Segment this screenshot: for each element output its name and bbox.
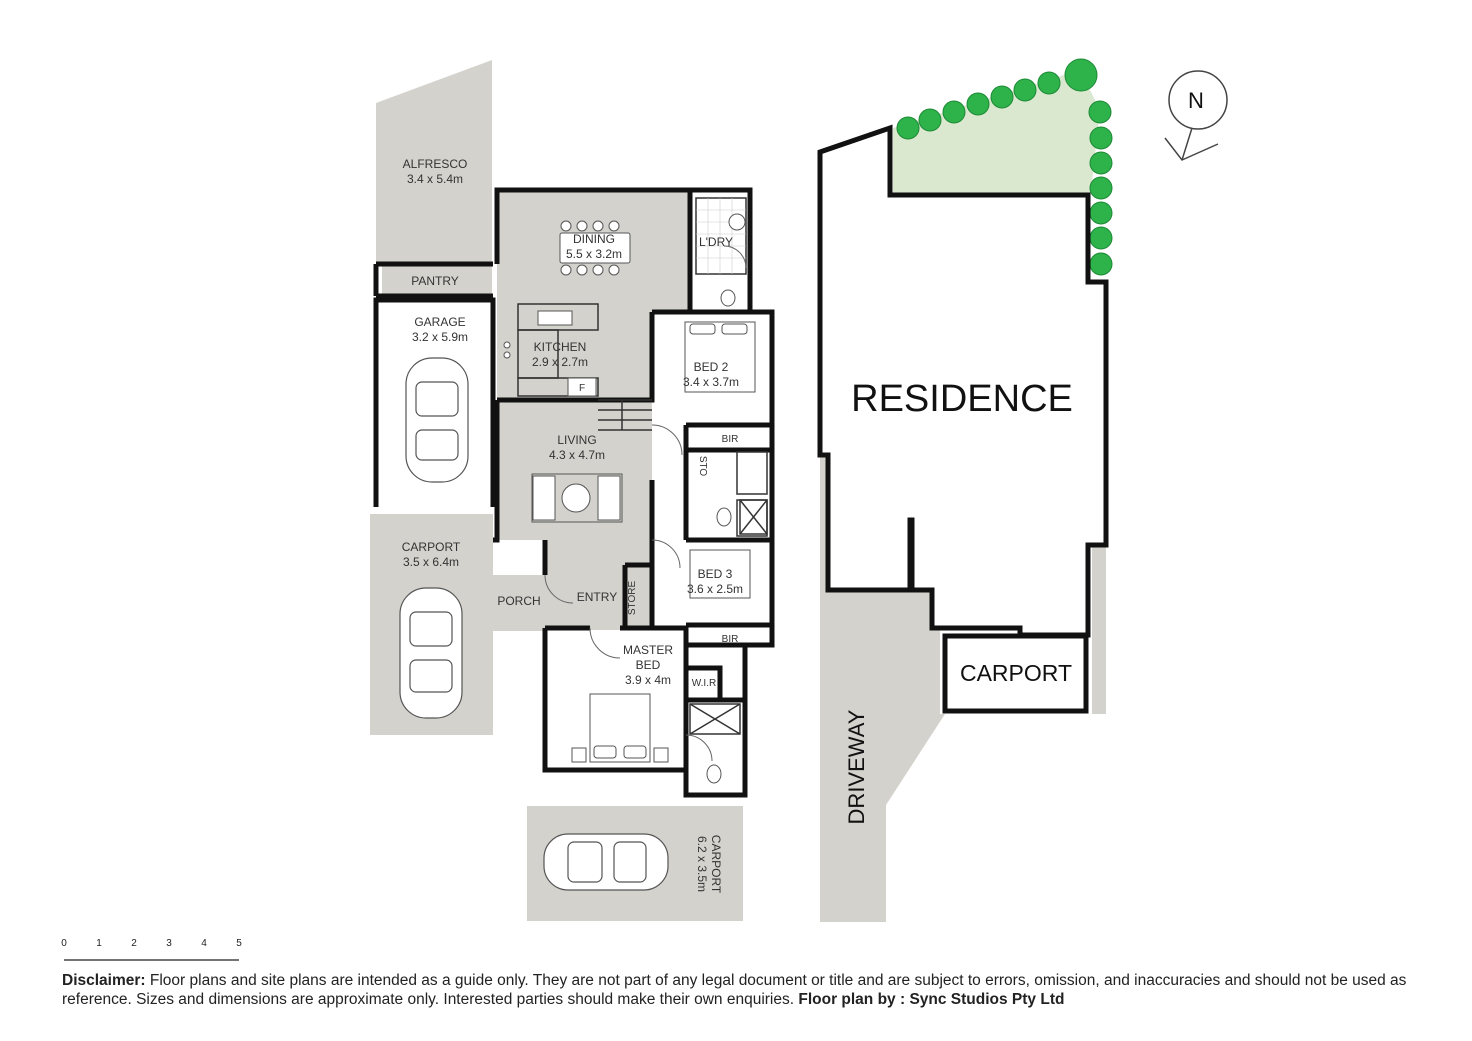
carport-bottom-size: 6.2 x 3.5m — [695, 836, 709, 892]
scale-tick-1: 1 — [96, 938, 102, 949]
site-carport-label: CARPORT — [960, 660, 1072, 686]
bed3-label: BED 3 — [698, 567, 733, 581]
carport-left-label: CARPORT — [402, 540, 461, 554]
bed2-robe-label: BIR — [722, 434, 739, 445]
disclaimer: Disclaimer: Floor plans and site plans a… — [62, 971, 1432, 1009]
scale-tick-5: 5 — [236, 938, 242, 949]
door-swings — [544, 245, 747, 762]
sto-label: STO — [697, 456, 708, 477]
master-size: 3.9 x 4m — [625, 673, 671, 687]
carport-left-car-icon — [399, 587, 463, 719]
site-carport-outline — [942, 633, 1089, 714]
scale-tick-4: 4 — [201, 938, 207, 949]
driveway-label: DRIVEWAY — [844, 709, 869, 824]
entry-label: ENTRY — [577, 590, 617, 604]
garage-car-icon — [405, 357, 469, 483]
bed2-label: BED 2 — [694, 360, 729, 374]
living-size: 4.3 x 4.7m — [549, 448, 605, 462]
porch-area — [493, 575, 545, 631]
bed3-size: 3.6 x 2.5m — [687, 582, 743, 596]
house-walls — [373, 187, 775, 798]
tree-line — [896, 58, 1113, 276]
bed3-robe-label: BIR — [722, 634, 739, 645]
alfresco-size: 3.4 x 5.4m — [407, 172, 463, 186]
master-label: MASTER — [623, 643, 673, 657]
side-strip — [1092, 545, 1106, 714]
thin-walls — [517, 197, 768, 735]
pantry-label: PANTRY — [411, 274, 459, 288]
scale-tick-2: 2 — [131, 938, 137, 949]
laundry-label: L'DRY — [699, 235, 733, 249]
living-label: LIVING — [557, 433, 596, 447]
carport-bottom-label: CARPORT — [709, 835, 723, 894]
disclaimer-credit: Floor plan by : Sync Studios Pty Ltd — [798, 991, 1065, 1008]
alfresco-label: ALFRESCO — [403, 157, 468, 171]
master-label-line2: BED — [636, 658, 661, 672]
carport-bottom-car-icon — [543, 833, 669, 891]
bed2-size: 3.4 x 3.7m — [683, 375, 739, 389]
kitchen-fixtures — [503, 310, 597, 397]
lawn-area — [893, 70, 1100, 200]
master-bed — [571, 693, 669, 763]
store-label: STORE — [627, 581, 638, 616]
residence-label: RESIDENCE — [851, 378, 1073, 420]
kitchen-size: 2.9 x 2.7m — [532, 355, 588, 369]
wir-label: W.I.R — [692, 678, 716, 689]
bed2-bed — [684, 321, 756, 393]
dining-size: 5.5 x 3.2m — [566, 247, 622, 261]
dining-label: DINING — [573, 232, 615, 246]
scale-tick-3: 3 — [166, 938, 172, 949]
kitchen-label: KITCHEN — [534, 340, 587, 354]
alfresco-area — [376, 60, 492, 264]
porch-label: PORCH — [497, 594, 540, 608]
north-label: N — [1188, 88, 1204, 113]
scale-bar: 0 1 2 3 4 5 — [61, 938, 242, 961]
garage-label: GARAGE — [414, 315, 465, 329]
entry-floor — [545, 540, 652, 628]
driveway-area — [820, 455, 945, 922]
scale-tick-0: 0 — [61, 938, 67, 949]
bathroom-fixtures — [706, 213, 746, 784]
floor-plan: ALFRESCO 3.4 x 5.4m PANTRY GARAGE 3.2 x … — [370, 58, 1228, 922]
dining-table — [559, 220, 631, 276]
bed3-bed — [689, 549, 751, 599]
fridge-label: F — [579, 383, 585, 394]
north-arrow-icon — [1164, 70, 1228, 161]
pantry-area — [382, 266, 492, 296]
disclaimer-text: Floor plans and site plans are intended … — [62, 972, 1407, 1008]
garage-size: 3.2 x 5.9m — [412, 330, 468, 344]
carport-left-size: 3.5 x 6.4m — [403, 555, 459, 569]
residence-outline — [817, 124, 1109, 638]
living-furniture — [531, 473, 623, 523]
disclaimer-label: Disclaimer: — [62, 972, 146, 989]
laundry-tiles — [696, 198, 746, 274]
